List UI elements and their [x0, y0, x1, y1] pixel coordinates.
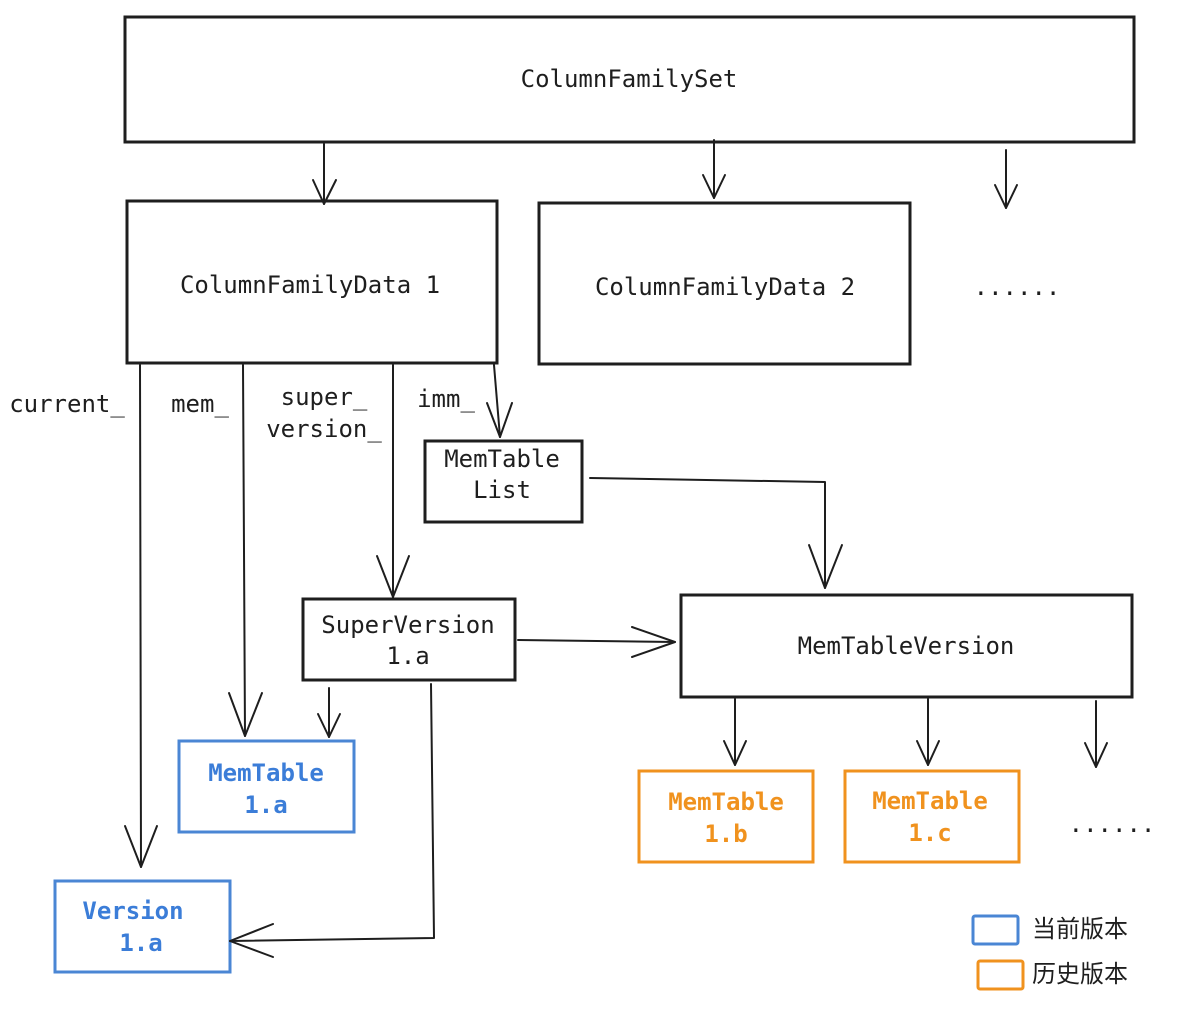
edge-mtv-to-memtable-1b — [723, 698, 747, 766]
node-superversion-1a: SuperVersion 1.a — [301, 597, 517, 682]
node-memtable-version: MemTableVersion — [679, 593, 1134, 699]
edge-cfs-to-more — [994, 149, 1018, 209]
node-memtable-list-label-line1: MemTable — [444, 445, 560, 473]
edge-label-super-version-line2: version_ — [266, 415, 382, 443]
edge-superversion-to-version-1a — [229, 683, 435, 958]
legend: 当前版本 历史版本 — [971, 914, 1128, 991]
edge-superversion-to-memtable-1a — [317, 687, 341, 738]
legend-label-current: 当前版本 — [1032, 915, 1128, 943]
edge-memtable-list-to-memtable-version — [589, 477, 843, 589]
memtable-ellipsis: ...... — [1069, 810, 1156, 838]
node-superversion-1a-label-line1: SuperVersion — [321, 611, 494, 639]
edge-current — [124, 364, 158, 868]
edge-label-current: current_ — [9, 390, 125, 418]
node-memtable-1b: MemTable 1.b — [637, 769, 815, 864]
node-memtable-version-label: MemTableVersion — [798, 632, 1015, 660]
node-column-family-data-1: ColumnFamilyData 1 — [125, 199, 499, 365]
edge-label-imm: imm_ — [417, 385, 475, 413]
column-family-data-ellipsis: ...... — [974, 273, 1061, 301]
node-memtable-1a-label-line2: 1.a — [244, 791, 287, 819]
node-memtable-1c: MemTable 1.c — [843, 769, 1021, 864]
edge-cfs-to-cfd2 — [702, 139, 726, 199]
edge-mtv-to-more — [1084, 700, 1108, 768]
edge-label-mem: mem_ — [171, 390, 229, 418]
node-memtable-1c-label-line2: 1.c — [908, 819, 951, 847]
edge-imm — [486, 364, 513, 438]
edge-label-super-version-line1: super_ — [281, 383, 368, 411]
node-column-family-data-1-label: ColumnFamilyData 1 — [180, 271, 440, 299]
node-memtable-1c-label-line1: MemTable — [872, 787, 988, 815]
edge-superversion-to-memtable-version — [517, 626, 676, 658]
node-version-1a-label-line2: 1.a — [119, 929, 162, 957]
node-superversion-1a-label-line2: 1.a — [386, 642, 429, 670]
edge-mtv-to-memtable-1c — [916, 698, 940, 766]
edge-cfs-to-cfd1 — [312, 143, 337, 205]
legend-label-history: 历史版本 — [1032, 960, 1128, 988]
node-column-family-data-2: ColumnFamilyData 2 — [537, 201, 912, 366]
node-memtable-1a: MemTable 1.a — [177, 739, 356, 834]
edge-super-version — [376, 364, 410, 598]
node-memtable-list-label-line2: List — [473, 476, 531, 504]
edge-mem — [228, 364, 263, 737]
node-version-1a: Version 1.a — [53, 879, 232, 974]
node-memtable-1b-label-line2: 1.b — [704, 820, 747, 848]
node-memtable-list: MemTable List — [423, 439, 584, 524]
legend-swatch-current — [971, 914, 1020, 946]
node-column-family-data-2-label: ColumnFamilyData 2 — [595, 273, 855, 301]
node-column-family-set: ColumnFamilySet — [123, 15, 1136, 144]
legend-swatch-history — [976, 959, 1025, 991]
node-column-family-set-label: ColumnFamilySet — [521, 65, 738, 93]
node-memtable-1a-label-line1: MemTable — [208, 759, 324, 787]
node-version-1a-label-line1: Version — [82, 897, 183, 925]
node-memtable-1b-label-line1: MemTable — [668, 788, 784, 816]
